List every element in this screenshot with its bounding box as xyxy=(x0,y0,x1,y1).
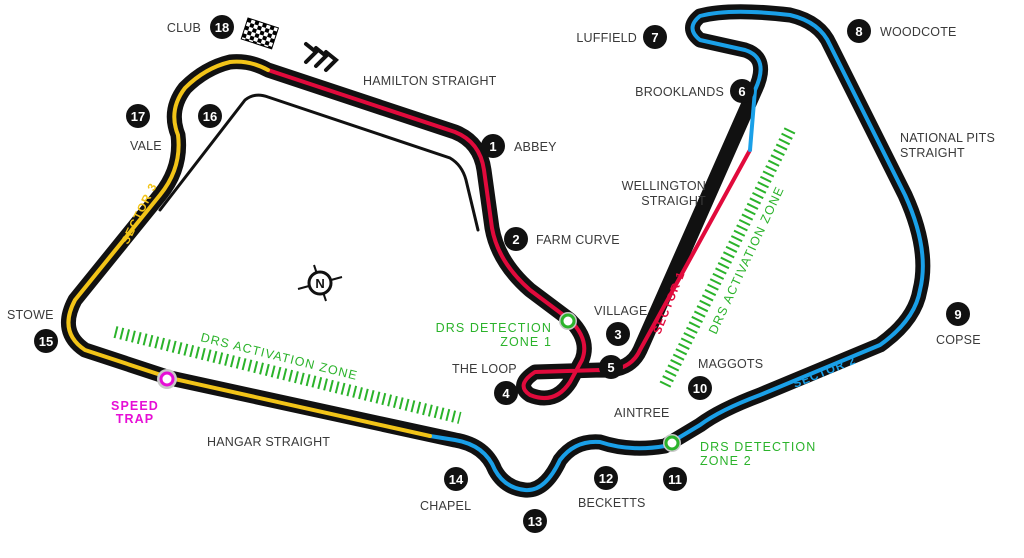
checkered-flag-icon xyxy=(240,17,280,50)
svg-text:1: 1 xyxy=(489,139,496,154)
corner-4-name: THE LOOP xyxy=(452,362,517,376)
corner-10: 10 MAGGOTS xyxy=(688,357,763,400)
wellington-straight-label-line1: WELLINGTON xyxy=(622,179,706,193)
corner-16: 16 xyxy=(198,104,222,128)
corner-8: 8 WOODCOTE xyxy=(847,19,957,43)
aintree-label: AINTREE xyxy=(614,406,670,420)
corner-6: 6 BROOKLANDS xyxy=(635,79,754,103)
corner-13: 13 xyxy=(523,509,547,533)
svg-text:17: 17 xyxy=(131,109,145,124)
drs-detection-2-label-line1: DRS DETECTION xyxy=(700,440,816,454)
compass-icon: N xyxy=(297,264,343,302)
corner-9: 9 COPSE xyxy=(936,302,981,347)
corner-3: 3 VILLAGE xyxy=(594,304,648,346)
corner-12: 12 BECKETTS xyxy=(578,466,646,510)
corner-2: 2 FARM CURVE xyxy=(504,227,620,251)
svg-text:3: 3 xyxy=(614,327,621,342)
speed-trap-marker xyxy=(157,369,177,389)
svg-text:8: 8 xyxy=(855,24,862,39)
hangar-straight-label: HANGAR STRAIGHT xyxy=(207,435,330,449)
svg-text:14: 14 xyxy=(449,472,464,487)
speed-trap-label-line2: TRAP xyxy=(116,412,154,426)
svg-text:10: 10 xyxy=(693,381,707,396)
compass-letter: N xyxy=(315,276,324,291)
corner-15-name: STOWE xyxy=(7,308,54,322)
svg-text:9: 9 xyxy=(954,307,961,322)
sector-2-line xyxy=(428,9,925,493)
corner-12-name: BECKETTS xyxy=(578,496,646,510)
svg-text:11: 11 xyxy=(668,472,682,487)
corner-2-name: FARM CURVE xyxy=(536,233,620,247)
svg-text:6: 6 xyxy=(738,84,745,99)
svg-text:5: 5 xyxy=(607,360,614,375)
svg-text:7: 7 xyxy=(651,30,658,45)
pit-lane xyxy=(158,93,480,232)
corner-3-name: VILLAGE xyxy=(594,304,648,318)
hamilton-straight-label: HAMILTON STRAIGHT xyxy=(363,74,497,88)
corner-7-name: LUFFIELD xyxy=(576,31,637,45)
sector-1-line xyxy=(266,68,752,400)
corner-18-name: CLUB xyxy=(167,21,201,35)
wellington-straight-label-line2: STRAIGHT xyxy=(641,194,706,208)
corner-1: 1 ABBEY xyxy=(481,134,557,158)
national-pits-straight-label-line2: STRAIGHT xyxy=(900,146,965,160)
corner-17: 17 VALE xyxy=(126,104,162,153)
corner-8-name: WOODCOTE xyxy=(880,25,957,39)
drs-detection-1-label-line2: ZONE 1 xyxy=(500,335,552,349)
sector-3-line xyxy=(66,59,432,438)
svg-text:12: 12 xyxy=(599,471,613,486)
svg-text:4: 4 xyxy=(502,386,510,401)
svg-text:18: 18 xyxy=(215,20,229,35)
corner-7: 7 LUFFIELD xyxy=(576,25,667,49)
national-pits-straight-label-line1: NATIONAL PITS xyxy=(900,131,995,145)
svg-text:15: 15 xyxy=(39,334,53,349)
svg-text:2: 2 xyxy=(512,232,519,247)
corner-17-name: VALE xyxy=(130,139,162,153)
drs-detection-1-marker xyxy=(559,312,577,330)
svg-text:16: 16 xyxy=(203,109,217,124)
corner-15: 15 STOWE xyxy=(7,308,58,353)
corner-6-name: BROOKLANDS xyxy=(635,85,724,99)
speed-trap-label-line1: SPEED xyxy=(111,399,159,413)
corner-1-name: ABBEY xyxy=(514,140,557,154)
svg-text:13: 13 xyxy=(528,514,542,529)
drs-detection-2-marker xyxy=(663,434,681,452)
corner-4: 4 THE LOOP xyxy=(452,362,518,405)
drs-detection-1-label-line1: DRS DETECTION xyxy=(436,321,552,335)
corner-14-name: CHAPEL xyxy=(420,499,471,513)
corner-10-name: MAGGOTS xyxy=(698,357,763,371)
corner-14: 14 CHAPEL xyxy=(420,467,471,513)
corner-9-name: COPSE xyxy=(936,333,981,347)
drs-detection-2-label-line2: ZONE 2 xyxy=(700,454,752,468)
direction-chevrons-icon xyxy=(304,42,339,72)
corner-5: 5 xyxy=(599,355,623,379)
corner-18: 18 CLUB xyxy=(167,15,234,39)
corner-11: 11 xyxy=(663,467,687,491)
